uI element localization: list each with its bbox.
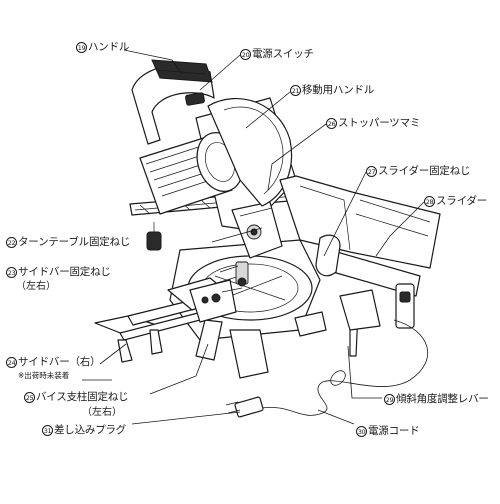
sidebar-assembly — [94, 261, 249, 363]
power-cord-and-plug — [225, 319, 428, 418]
label-text: スライダー固定ねじ — [378, 165, 471, 177]
callout-number: 28 — [424, 196, 435, 207]
label-text: 電源スイッチ — [252, 48, 314, 60]
label-text: ハンドル — [88, 41, 130, 53]
callout-number: 23 — [6, 267, 17, 278]
label-text: 電源コード — [368, 425, 420, 437]
callout-number: 20 — [240, 49, 251, 60]
label-sidebar-note: ※出荷時未装着 — [18, 371, 70, 380]
label-text: ターンテーブル固定ねじ — [18, 236, 131, 248]
leader-lines — [82, 49, 425, 425]
callout-number: 26 — [326, 118, 337, 129]
handle-grip — [131, 59, 215, 145]
callout-number: 30 — [356, 426, 367, 437]
callout-number: 27 — [366, 166, 377, 177]
label-text: 傾斜角度調整レバー — [396, 393, 489, 405]
label-vise-screw-sub: （左右） — [82, 407, 122, 418]
label-text: サイドバー（右） — [18, 356, 101, 368]
label-text: 差し込みプラグ — [54, 424, 127, 436]
label-text: ストッパーツマミ — [338, 117, 421, 129]
callout-number: 22 — [6, 237, 17, 248]
blade-guard — [207, 97, 293, 207]
callout-number: 31 — [42, 425, 53, 436]
callout-number: 24 — [6, 357, 17, 368]
callout-number: 19 — [76, 42, 87, 53]
label-sidebar-screw-sub: （左右） — [16, 281, 56, 292]
label-text: 移動用ハンドル — [302, 84, 375, 96]
label-text: サイドバー固定ねじ — [18, 266, 111, 278]
callout-number: 21 — [290, 85, 301, 96]
slider-rails — [279, 175, 441, 357]
label-text: スライダー — [436, 195, 488, 207]
callout-number: 25 — [24, 392, 35, 403]
callout-number: 29 — [384, 394, 395, 405]
label-text: バイス支柱固定ねじ — [36, 391, 129, 403]
